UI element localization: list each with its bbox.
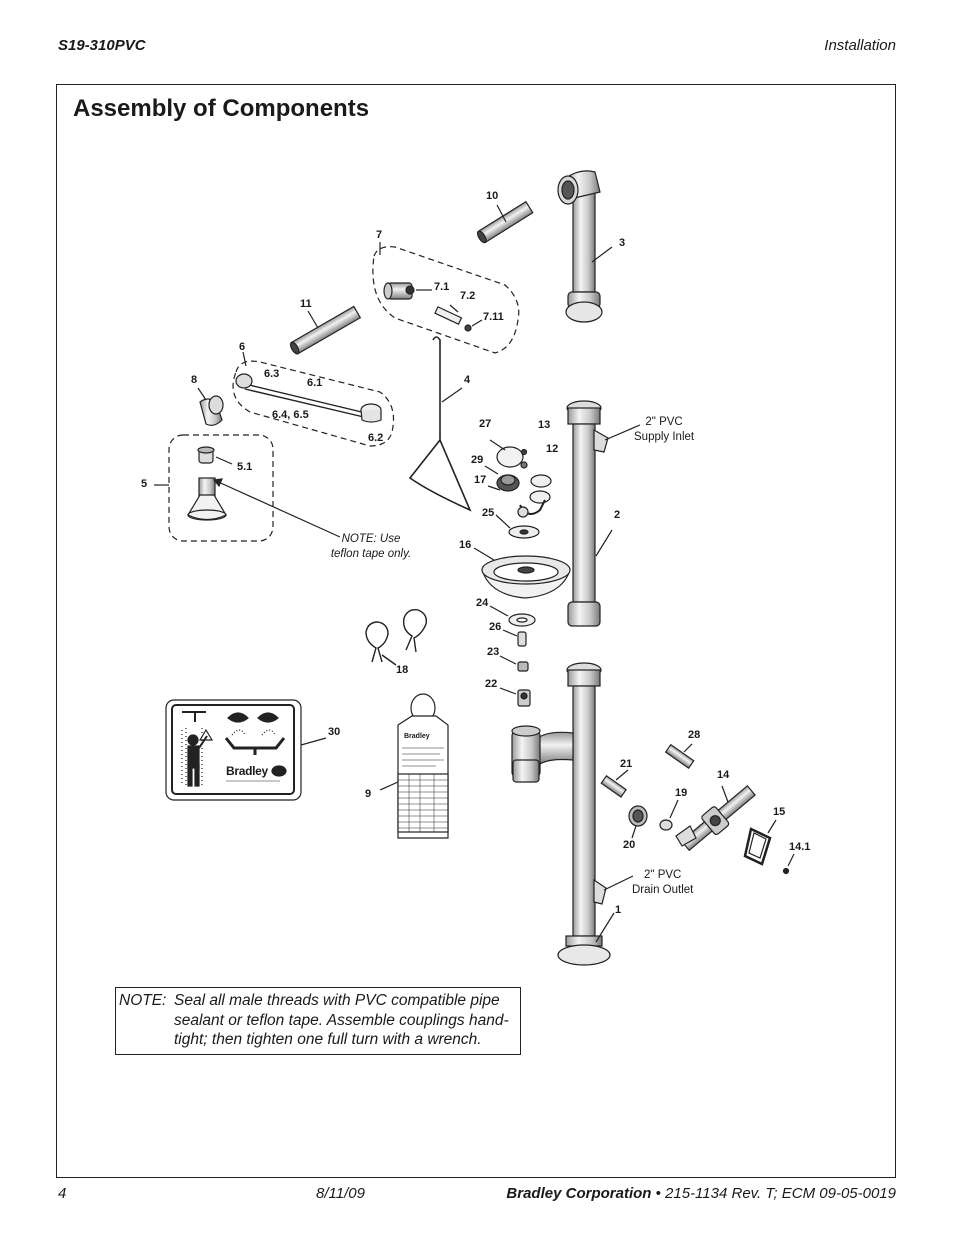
- part-label-28: 28: [688, 729, 701, 741]
- part-label-7-1: 7.1: [434, 281, 450, 293]
- part-11-pipe: [289, 305, 362, 355]
- eyewash-bowl-parts: [473, 439, 571, 707]
- part-5-head-group-outline: [168, 434, 274, 542]
- part-label-30: 30: [328, 726, 341, 738]
- part-label-15: 15: [773, 806, 786, 818]
- part-label-7: 7: [376, 229, 383, 241]
- part-label-6-1: 6.1: [307, 377, 323, 389]
- tag-brand-logo: Bradley: [404, 733, 430, 740]
- part-4-pull-handle: [408, 336, 472, 512]
- drain-outlet-annotation: 2" PVC Drain Outlet: [632, 868, 693, 898]
- doc-revision: • 215-1134 Rev. T; ECM 09-05-0019: [651, 1185, 896, 1202]
- part-label-23: 23: [487, 646, 500, 658]
- part-label-27: 27: [479, 418, 492, 430]
- part-5-shower-head: [154, 446, 233, 521]
- part-label-6: 6: [239, 341, 246, 353]
- part-label-16: 16: [459, 539, 472, 551]
- sealing-note-box: NOTE: Seal all male threads with PVC com…: [115, 987, 521, 1055]
- document-date: 8/11/09: [316, 1185, 365, 1202]
- part-label-4: 4: [464, 374, 471, 386]
- part-label-17: 17: [474, 474, 487, 486]
- note-label: NOTE:: [119, 992, 167, 1009]
- part-label-8: 8: [191, 374, 198, 386]
- part-label-3: 3: [619, 237, 626, 249]
- part-10-nipple: [476, 200, 534, 244]
- teflon-note-leader: [213, 479, 341, 538]
- part-label-20: 20: [623, 839, 636, 851]
- part-label-13: 13: [538, 419, 551, 431]
- part-label-21: 21: [620, 758, 633, 770]
- part-label-6-3: 6.3: [264, 368, 280, 380]
- part-3-upper-pipe: [557, 170, 613, 323]
- part-label-14: 14: [717, 769, 730, 781]
- part-label-10: 10: [486, 190, 499, 202]
- note-text: Seal all male threads with PVC compatibl…: [174, 992, 509, 1048]
- part-label-6-4-6-5: 6.4, 6.5: [272, 409, 309, 421]
- part-label-14-1: 14.1: [789, 841, 811, 853]
- part-8-elbow: [197, 387, 224, 426]
- part-label-24: 24: [476, 597, 489, 609]
- part-30-sign: [165, 699, 327, 801]
- teflon-tape-note: NOTE: Use teflon tape only.: [330, 533, 412, 560]
- part-label-26: 26: [489, 621, 502, 633]
- supply-inlet-annotation: 2" PVC Supply Inlet: [634, 415, 694, 445]
- part-1-lower-pipe: [511, 662, 634, 966]
- part-9-tag: [379, 693, 449, 839]
- part-18-hooks: [365, 608, 428, 666]
- page-number: 4: [58, 1185, 67, 1202]
- document-model: S19-310PVC: [58, 37, 146, 54]
- part-label-1: 1: [615, 904, 622, 916]
- sign-brand-logo: Bradley: [226, 764, 268, 778]
- part-label-11: 11: [300, 298, 312, 310]
- document-reference: Bradley Corporation • 215-1134 Rev. T; E…: [506, 1185, 896, 1202]
- part-label-7-11: 7.11: [483, 311, 504, 323]
- part-label-29: 29: [471, 454, 484, 466]
- part-label-9: 9: [365, 788, 372, 800]
- drain-outlet-size: 2" PVC: [644, 869, 682, 881]
- section-name: Installation: [824, 37, 896, 54]
- page-frame: [56, 84, 896, 1178]
- part-2-middle-pipe: [566, 400, 641, 627]
- supply-inlet-size: 2" PVC: [645, 416, 683, 428]
- drain-outlet-label: Drain Outlet: [632, 883, 694, 896]
- company-name: Bradley Corporation: [506, 1185, 652, 1202]
- part-label-5: 5: [141, 478, 148, 490]
- part-6-1-arm: [235, 373, 382, 423]
- part-7-1-valve: [383, 282, 432, 300]
- part-label-18: 18: [396, 664, 409, 676]
- drain-valve-parts: [600, 743, 795, 875]
- part-label-19: 19: [675, 787, 688, 799]
- part-label-25: 25: [482, 507, 495, 519]
- part-label-5-1: 5.1: [237, 461, 253, 473]
- part-label-12: 12: [546, 443, 559, 455]
- part-7-valve-group-outline: [372, 246, 520, 354]
- part-label-2: 2: [614, 509, 621, 521]
- part-label-6-2: 6.2: [368, 432, 384, 444]
- supply-inlet-label: Supply Inlet: [634, 430, 695, 443]
- part-label-7-2: 7.2: [460, 290, 476, 302]
- part-6-arm-group-outline: [232, 360, 395, 447]
- page-title: Assembly of Components: [73, 95, 370, 122]
- part-7-2-pin: [434, 304, 463, 326]
- part-label-22: 22: [485, 678, 498, 690]
